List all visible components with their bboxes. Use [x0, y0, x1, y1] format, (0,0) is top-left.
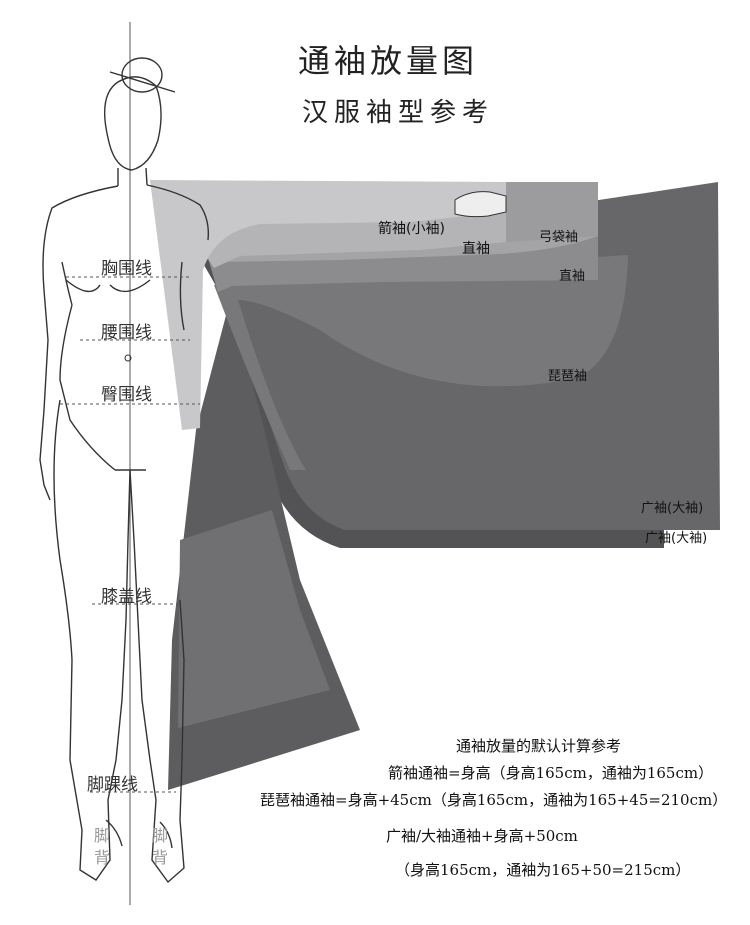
label-straight-sleeve-lower: 直袖: [559, 269, 586, 284]
label-left-instep: 脚背: [93, 826, 110, 867]
label-knee-line: 膝盖线: [101, 587, 152, 607]
page-title: 通袖放量图: [298, 42, 479, 80]
label-wide-sleeve-1: 广袖(大袖): [641, 501, 704, 516]
note-line-3: 广袖/大袖通袖+身高+50cm: [386, 827, 578, 845]
note-line-4: （身高165cm，通袖为165+50=215cm）: [395, 861, 691, 879]
page-subtitle: 汉服袖型参考: [302, 98, 495, 128]
bow-bag-sleeve-cuff: [506, 182, 598, 242]
label-pipa-sleeve: 琵琶袖: [548, 369, 588, 384]
hand-shape: [454, 191, 507, 218]
pipa-sleeve-shape: [214, 255, 628, 470]
human-figure-outline: [39, 57, 210, 884]
label-chest-line: 胸围线: [101, 259, 152, 279]
label-ankle-line: 脚踝线: [87, 775, 138, 795]
label-bow-bag-sleeve: 弓袋袖: [539, 230, 579, 245]
label-arrow-sleeve: 箭袖(小袖): [378, 221, 445, 237]
note-line-2: 琵琶袖通袖=身高+45cm（身高165cm，通袖为165+45=210cm）: [260, 791, 728, 809]
body-measure-lines: [60, 276, 200, 793]
navel-mark: [124, 354, 132, 362]
wide-sleeve-inner-panel: [178, 510, 330, 728]
label-wide-sleeve-2: 广袖(大袖): [645, 531, 708, 546]
label-waist-line: 腰围线: [101, 323, 152, 343]
label-straight-sleeve-upper: 直袖: [462, 241, 490, 257]
note-heading: 通袖放量的默认计算参考: [456, 737, 622, 755]
label-hip-line: 臀围线: [101, 385, 152, 405]
label-right-instep: 脚背: [151, 826, 168, 867]
note-line-1: 箭袖通袖=身高（身高165cm，通袖为165cm）: [388, 764, 714, 782]
